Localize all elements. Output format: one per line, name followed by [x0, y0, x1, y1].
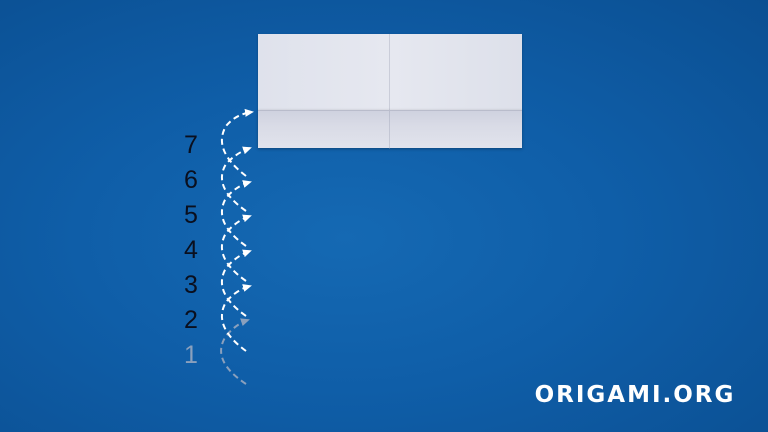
fold-arrow-3	[221, 249, 252, 317]
paper-sheet	[258, 34, 522, 110]
step-number-6: 6	[184, 166, 198, 194]
fold-arrow-1	[220, 318, 250, 385]
fold-arrow-4	[221, 214, 252, 282]
step-number-3: 3	[184, 271, 198, 299]
step-number-4: 4	[184, 236, 198, 264]
fold-arrow-6	[221, 146, 252, 212]
origami-org-watermark: ORIGAMI.ORG	[534, 382, 736, 408]
center-crease	[389, 34, 390, 110]
flap-center-crease	[389, 111, 390, 149]
fold-arrow-7	[221, 108, 254, 177]
step-number-2: 2	[184, 306, 198, 334]
step-number-1: 1	[184, 341, 198, 369]
fold-arrow-5	[221, 180, 252, 247]
fold-arrow-2	[221, 284, 252, 352]
folded-strip	[258, 110, 522, 149]
step-number-5: 5	[184, 201, 198, 229]
step-number-7: 7	[184, 131, 198, 159]
